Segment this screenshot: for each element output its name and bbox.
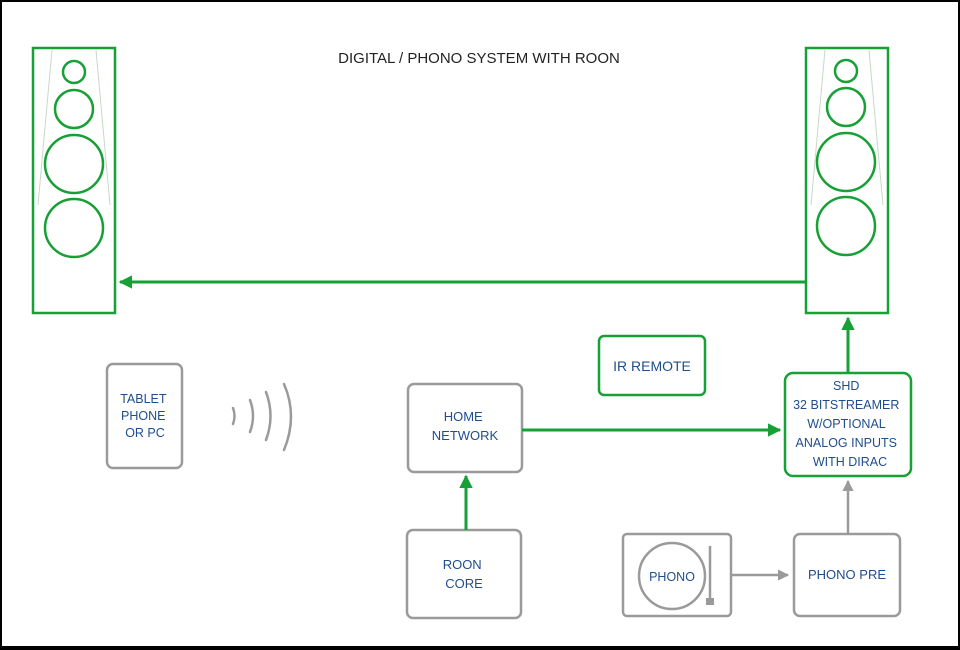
tablet-label-3: OR PC [125,426,165,440]
home-network-label-2: NETWORK [432,428,499,443]
phono-pre-node: PHONO PRE [792,532,902,618]
shd-node: SHD 32 BITSTREAMER W/OPTIONAL ANALOG INP… [783,371,913,478]
shd-label-4: ANALOG INPUTS [796,436,897,450]
svg-text:ROON CORE: ROON CORE [443,557,486,591]
roon-core-node: ROON CORE [405,528,523,620]
tablet-label-1: TABLET [120,392,167,406]
svg-text:HOME NETWORK: HOME NETWORK [432,409,499,443]
phono-pre-label: PHONO PRE [808,567,886,582]
turntable-icon [637,541,714,611]
home-network-label-1: HOME [444,409,483,424]
roon-core-label-1: ROON [443,557,482,572]
diagram-title: DIGITAL / PHONO SYSTEM WITH ROON [338,50,620,67]
home-network-node: HOME NETWORK [406,382,524,474]
ir-remote-node: IR REMOTE [597,334,707,397]
wireless-signal-icon [231,382,293,452]
svg-text:SHD 32 BITSTREAMER: SHD 32 BITSTREAMER W/OPTIONAL ANALOG INP… [793,379,903,469]
shd-label-3: W/OPTIONAL [807,417,886,431]
ir-remote-label: IR REMOTE [613,358,691,374]
tablet-label-2: PHONE [121,409,165,423]
right-speaker [804,46,890,315]
roon-core-label-2: CORE [445,576,483,591]
phono-label: PHONO [649,570,695,584]
shd-label-1: SHD [833,379,859,393]
tablet-node: TABLET PHONE OR PC [105,362,184,470]
left-speaker [31,46,117,315]
shd-label-2: 32 BITSTREAMER [793,398,899,412]
svg-text:TABLET PHONE OR PC: TABLET PHONE OR PC [120,392,170,440]
phono-node: PHONO [621,532,733,618]
shd-label-5: WITH DIRAC [813,455,887,469]
